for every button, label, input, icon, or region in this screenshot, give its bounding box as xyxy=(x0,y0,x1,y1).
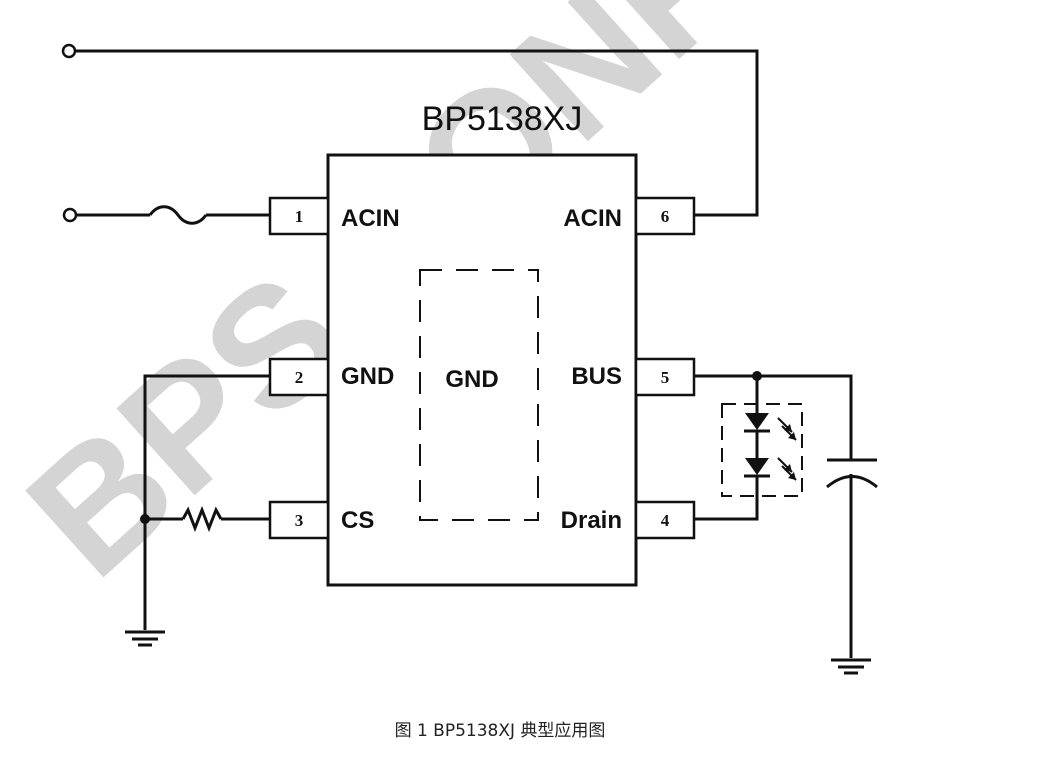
pin-1-box xyxy=(268,196,330,236)
ground-symbol-right xyxy=(831,658,871,675)
pin-5-box xyxy=(634,357,696,397)
led-and-capacitor-net xyxy=(693,371,878,675)
exposed-pad-label: GND xyxy=(445,366,498,393)
pin-3-label: CS xyxy=(341,507,374,534)
left-ground-net xyxy=(125,374,270,647)
led-1 xyxy=(744,413,797,441)
resistor-symbol xyxy=(181,505,223,533)
led-2 xyxy=(744,457,797,481)
pin-1-number: 1 xyxy=(295,207,304,226)
pin-2-label: GND xyxy=(341,363,394,390)
pin-3-number: 3 xyxy=(295,511,304,530)
pin-2-number: 2 xyxy=(295,368,304,387)
pin-6-label: ACIN xyxy=(563,205,622,232)
ac-line-fuse-wire xyxy=(62,205,270,225)
pin-4-number: 4 xyxy=(661,511,670,530)
ac-terminal-bottom xyxy=(62,207,78,223)
pin-5-number: 5 xyxy=(661,368,670,387)
chip-name: BP5138XJ xyxy=(422,100,583,138)
pin-5-label: BUS xyxy=(571,363,622,390)
ground-symbol-left xyxy=(125,630,165,647)
figure-caption: 图 1 BP5138XJ 典型应用图 xyxy=(394,721,606,741)
pin-4-label: Drain xyxy=(561,507,622,534)
ac-line-top-wire xyxy=(61,43,759,217)
ac-terminal-top xyxy=(61,43,77,59)
pin-1-label: ACIN xyxy=(341,205,400,232)
pin-4-box xyxy=(634,500,696,540)
fuse-symbol xyxy=(148,205,208,225)
led-group-box xyxy=(721,403,803,497)
pin-2-box xyxy=(268,357,330,397)
pin-6-number: 6 xyxy=(661,207,670,226)
pin-6-box xyxy=(634,196,696,236)
